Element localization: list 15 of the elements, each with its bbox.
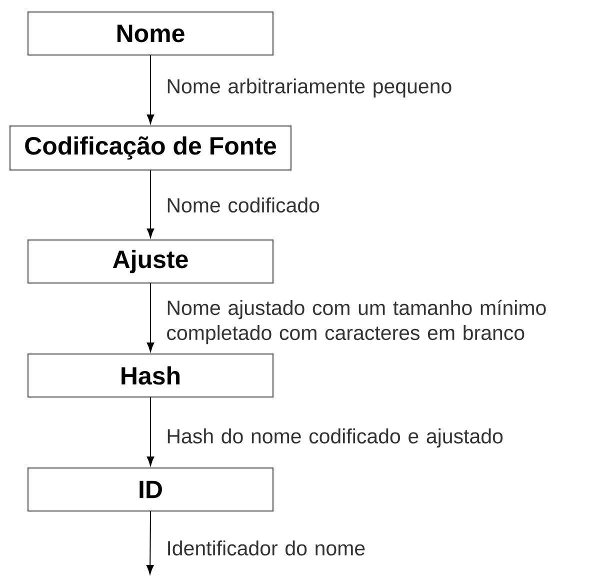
edge-label: Identificador do nome	[168, 540, 365, 556]
edge-label: Hash do nome codificado e ajustado	[168, 428, 503, 448]
edge-label: Nome codificado	[168, 197, 320, 213]
arrow	[146, 283, 154, 352]
arrow	[146, 510, 154, 574]
edge-label: Nome ajustado com um tamanho mínimo completado com caracteres em branco	[167, 300, 546, 344]
process-box: Nome	[28, 12, 274, 56]
edge-label: Nome arbitrariamente pequeno	[168, 78, 452, 98]
arrow	[146, 397, 154, 466]
process-box: ID	[28, 468, 274, 512]
arrow	[146, 170, 154, 238]
process-box: Hash	[28, 354, 274, 398]
arrow	[146, 55, 154, 124]
process-box: Ajuste	[28, 240, 274, 284]
process-box: Codificação de Fonte	[10, 126, 292, 170]
